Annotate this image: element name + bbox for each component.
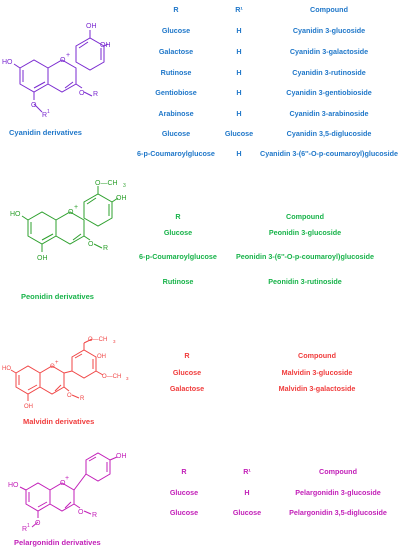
column-header-r: R bbox=[181, 467, 187, 476]
oh-label: OH bbox=[116, 453, 127, 460]
column-header-r: R bbox=[175, 212, 181, 221]
table-cell: 6-p-Coumaroylglucose bbox=[139, 252, 217, 261]
oxygen-label: O bbox=[67, 393, 72, 399]
table-cell: H bbox=[236, 68, 242, 77]
column-header-compound: Compound bbox=[319, 467, 357, 476]
table-cell: Peonidin 3-(6''-O-p-coumaroyl)glucoside bbox=[236, 252, 374, 261]
column-header-r: R bbox=[184, 351, 190, 360]
table-cell: H bbox=[236, 149, 242, 158]
pelargonidin-structure: OH HO O + O R R 1 O bbox=[0, 448, 140, 543]
malvidin-structure: O—CH 3 OH O—CH 3 HO O + O R OH bbox=[0, 335, 130, 425]
table-cell: Peonidin 3-rutinoside bbox=[268, 277, 342, 286]
table-cell: Glucose bbox=[163, 228, 193, 237]
table-cell: H bbox=[236, 26, 242, 35]
ho-label: HO bbox=[10, 211, 21, 218]
methoxy-label: O—CH bbox=[95, 180, 118, 187]
ring-oxygen-label: O bbox=[50, 364, 55, 370]
oh-label: OH bbox=[24, 404, 33, 410]
positive-charge-label: + bbox=[74, 204, 78, 211]
r-label: R bbox=[103, 245, 108, 252]
ring-oxygen-label: O bbox=[68, 209, 74, 216]
oh-label: OH bbox=[86, 23, 97, 30]
table-cell: 6-p-Coumaroylglucose bbox=[137, 149, 215, 158]
table-cell: Cyanidin 3-gentiobioside bbox=[286, 88, 372, 97]
pelargonidin-caption: Pelargonidin derivatives bbox=[14, 538, 101, 547]
table-cell: Malvidin 3-galactoside bbox=[278, 384, 356, 393]
column-header-r: R bbox=[173, 5, 179, 14]
superscript-label: 1 bbox=[47, 109, 50, 115]
oxygen-label: O bbox=[78, 509, 84, 516]
peonidin-caption: Peonidin derivatives bbox=[21, 292, 94, 301]
positive-charge-label: + bbox=[55, 360, 59, 366]
ring-oxygen-label: O bbox=[60, 480, 66, 487]
oh-label: OH bbox=[116, 195, 127, 202]
table-cell: Rutinose bbox=[162, 277, 194, 286]
table-cell: Cyanidin 3-arabinoside bbox=[289, 109, 369, 118]
oh-label: OH bbox=[100, 42, 110, 49]
ring-oxygen-label: O bbox=[60, 57, 66, 64]
table-cell: Cyanidin 3-(6''-O-p-coumaroyl)glucoside bbox=[260, 149, 398, 158]
table-cell: Cyanidin 3,5-diglucoside bbox=[286, 129, 372, 138]
table-cell: Glucose bbox=[169, 488, 199, 497]
r-label: R bbox=[92, 512, 97, 519]
table-cell: Pelargonidin 3,5-diglucoside bbox=[289, 508, 387, 517]
peonidin-panel: O—CH 3 OH HO O + O R OH Peonidin derivat… bbox=[0, 180, 413, 320]
column-header-r1: R¹ bbox=[243, 467, 251, 476]
table-cell: Cyanidin 3-glucoside bbox=[292, 26, 366, 35]
peonidin-structure: O—CH 3 OH HO O + O R OH bbox=[0, 180, 140, 295]
table-cell: Glucose bbox=[224, 129, 254, 138]
r-label: R bbox=[80, 396, 85, 402]
r1-label: R bbox=[22, 526, 27, 533]
cyanidin-structure: OH OH HO O + O R O R 1 bbox=[0, 0, 111, 130]
ho-label: HO bbox=[2, 59, 13, 66]
ho-label: HO bbox=[8, 482, 19, 489]
table-cell: Glucose bbox=[172, 368, 202, 377]
table-cell: Glucose bbox=[169, 508, 199, 517]
cyanidin-caption: Cyanidin derivatives bbox=[9, 128, 82, 137]
superscript-label: 1 bbox=[27, 523, 30, 529]
table-cell: H bbox=[236, 109, 242, 118]
table-cell: H bbox=[236, 47, 242, 56]
table-cell: Glucose bbox=[161, 129, 191, 138]
column-header-compound: Compound bbox=[298, 351, 336, 360]
table-cell: H bbox=[244, 488, 250, 497]
table-cell: Glucose bbox=[161, 26, 191, 35]
table-cell: Rutinose bbox=[160, 68, 192, 77]
positive-charge-label: + bbox=[66, 52, 70, 59]
malvidin-caption: Malvidin derivatives bbox=[23, 417, 95, 426]
column-header-r1: R¹ bbox=[235, 5, 243, 14]
r-label: R bbox=[93, 91, 98, 98]
r1-label: R bbox=[42, 112, 47, 119]
column-header-compound: Compound bbox=[310, 5, 348, 14]
table-cell: Malvidin 3-glucoside bbox=[281, 368, 353, 377]
table-cell: Cyanidin 3-galactoside bbox=[289, 47, 369, 56]
table-cell: Pelargonidin 3-glucoside bbox=[295, 488, 381, 497]
oxygen-label: O bbox=[79, 90, 85, 97]
table-cell: Galactose bbox=[158, 47, 194, 56]
oxygen-label: O bbox=[35, 520, 41, 527]
positive-charge-label: + bbox=[65, 475, 69, 482]
subscript-label: 3 bbox=[113, 339, 116, 344]
methoxy-label: O—CH bbox=[88, 337, 107, 343]
malvidin-panel: O—CH 3 OH O—CH 3 HO O + O R OH Malvidin … bbox=[0, 335, 413, 435]
oh-label: OH bbox=[37, 255, 48, 262]
table-cell: Peonidin 3-glucoside bbox=[268, 228, 342, 237]
subscript-label: 3 bbox=[126, 376, 129, 381]
table-cell: Glucose bbox=[232, 508, 262, 517]
oh-label: OH bbox=[97, 354, 106, 360]
oxygen-label: O bbox=[88, 241, 94, 248]
methoxy-label: O—CH bbox=[102, 374, 121, 380]
pelargonidin-panel: OH HO O + O R R 1 O Pelargonidin derivat… bbox=[0, 448, 413, 550]
column-header-compound: Compound bbox=[286, 212, 324, 221]
table-cell: Cyanidin 3-rutinoside bbox=[292, 68, 366, 77]
table-cell: Galactose bbox=[169, 384, 205, 393]
oxygen-label: O bbox=[31, 102, 37, 109]
cyanidin-panel: OH OH HO O + O R O R 1 Cyanidin derivati… bbox=[0, 0, 413, 158]
ho-label: HO bbox=[2, 366, 11, 372]
table-cell: Gentiobiose bbox=[155, 88, 197, 97]
table-cell: H bbox=[236, 88, 242, 97]
subscript-label: 3 bbox=[123, 183, 126, 189]
table-cell: Arabinose bbox=[158, 109, 194, 118]
